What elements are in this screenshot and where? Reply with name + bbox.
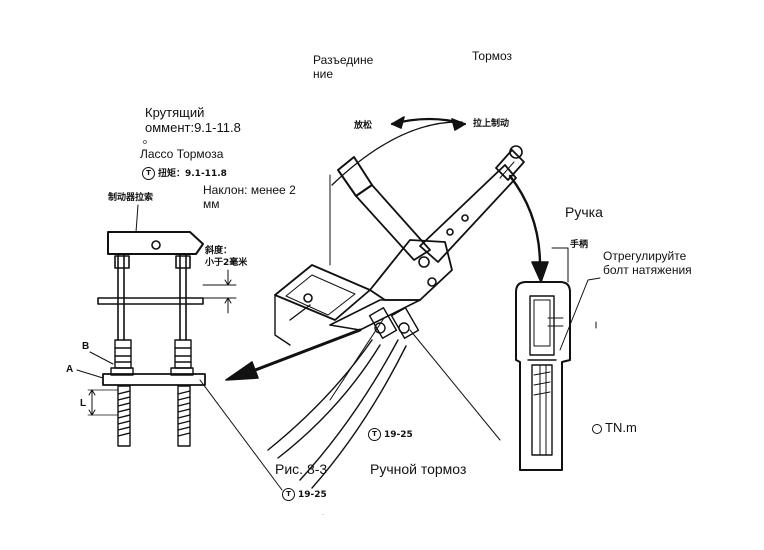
unit-circle-icon	[592, 423, 602, 434]
handbrake-lever	[225, 116, 525, 489]
tilt-ru-label: Наклон: менее 2 мм	[203, 183, 296, 211]
adjust-ru-label: Отрегулируйте болт натяжения	[603, 249, 692, 277]
small-dot-mark: ·	[322, 512, 324, 518]
label-a: A	[66, 364, 74, 375]
figure-title: Ручной тормоз	[370, 461, 467, 477]
tilt-cn-label: 斜度： 小于2毫米	[205, 246, 248, 268]
handle-arrow	[508, 174, 549, 283]
tnm-label: TN.m	[592, 420, 637, 436]
pull-cn-label: 拉上制动	[473, 119, 510, 129]
handle-ru-label: Ручка	[565, 204, 603, 220]
torque-bottom-icon: T	[282, 488, 295, 501]
disconnect-label: Разъедине ние	[313, 53, 374, 81]
figure-number: Рис. 8-3	[275, 461, 328, 477]
threaded-rod-ends	[76, 339, 283, 491]
handle-section	[515, 247, 601, 471]
label-b: B	[82, 341, 90, 352]
torque-ru-label: Крутящий оммент:9.1-11.8	[145, 105, 241, 135]
torque-mid-icon: T	[368, 428, 381, 441]
label-l: L	[80, 398, 87, 409]
torque-icon: T	[142, 167, 155, 180]
handle-cn-label: 手柄	[570, 240, 589, 250]
lasso-label: Лассо Тормоза	[140, 147, 224, 161]
release-cn-label: 放松	[354, 121, 373, 131]
cable-bracket-assembly	[97, 204, 237, 341]
bracket-cn-label: 制动器拉索	[108, 193, 154, 203]
small-circle-mark: o	[143, 139, 147, 146]
brake-label: Тормоз	[472, 49, 513, 63]
